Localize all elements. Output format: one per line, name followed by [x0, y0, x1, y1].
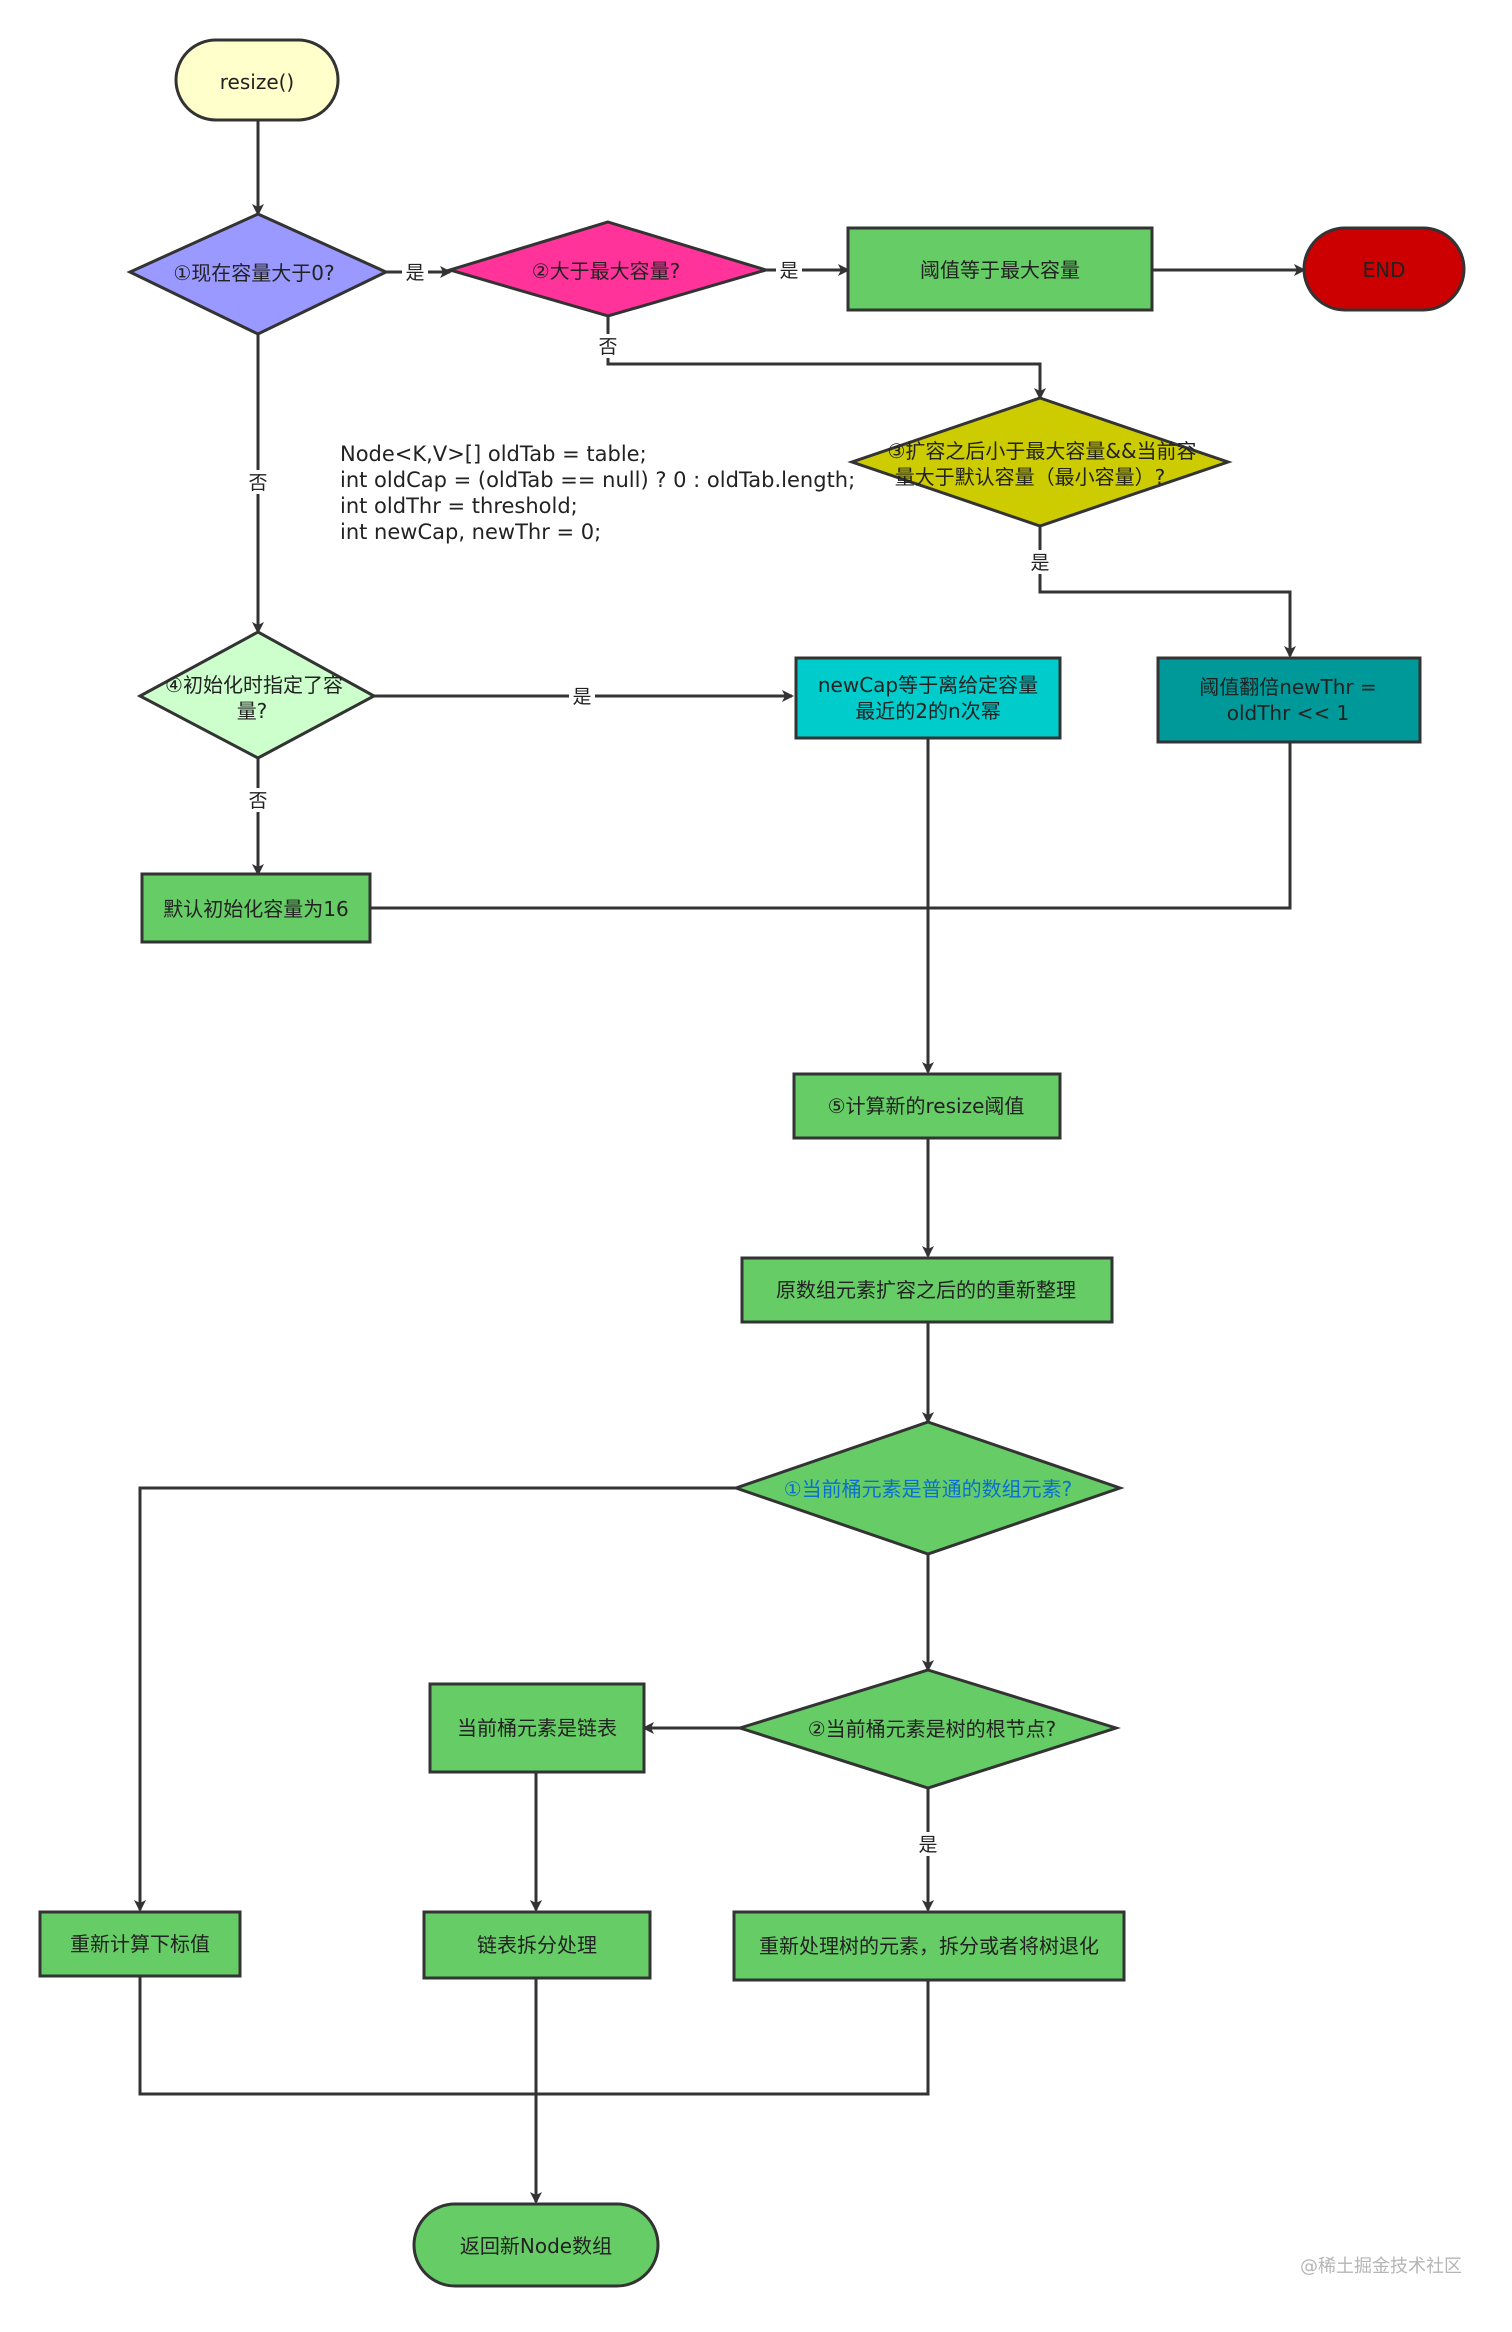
decision-plain-array-element: ①当前桶元素是普通的数组元素?: [731, 1420, 1125, 1556]
watermark: @稀土掘金技术社区: [1300, 2256, 1462, 2277]
edge-label-yes: 是: [1030, 552, 1049, 574]
edge-labels: 是 是 否 否 是 是 否 是: [245, 258, 1053, 1856]
edge-label-no: 否: [248, 472, 267, 494]
end-node: END: [1302, 226, 1466, 312]
box-newcap-line1: newCap等于离给定容量: [818, 673, 1038, 697]
edge-b1-recalc: [134, 1486, 736, 1912]
edge-label-yes: 是: [779, 260, 798, 282]
edge-default-merge: [370, 742, 1292, 910]
edge-label-yes: 是: [918, 1834, 937, 1856]
code-line: int oldCap = (oldTab == null) ? 0 : oldT…: [340, 468, 855, 492]
box-calc-threshold-label: ⑤计算新的resize阈值: [828, 1094, 1025, 1118]
box-double-threshold-line2: oldThr << 1: [1227, 701, 1350, 725]
box-calc-threshold: ⑤计算新的resize阈值: [792, 1072, 1062, 1140]
box-reorganize-label: 原数组元素扩容之后的的重新整理: [776, 1278, 1076, 1302]
return-label: 返回新Node数组: [460, 2234, 612, 2258]
edge-d2-d3: [606, 316, 1046, 400]
box-recalc-index: 重新计算下标值: [38, 1910, 242, 1978]
box-linked-list: 当前桶元素是链表: [428, 1682, 646, 1774]
box-tree-process: 重新处理树的元素，拆分或者将树退化: [732, 1910, 1126, 1982]
decision-capacity-gt-zero: ①现在容量大于0?: [126, 212, 390, 336]
box-split-list-label: 链表拆分处理: [477, 1933, 597, 1957]
decision-initial-capacity: ④初始化时指定了容 量?: [136, 630, 378, 760]
box-reorganize: 原数组元素扩容之后的的重新整理: [740, 1256, 1114, 1324]
box-newcap-power-of-two: newCap等于离给定容量 最近的2的n次幂: [794, 656, 1062, 740]
code-annotation: Node<K,V>[] oldTab = table; int oldCap =…: [340, 442, 855, 544]
box-recalc-index-label: 重新计算下标值: [70, 1932, 210, 1956]
box-threshold-max: 阈值等于最大容量: [846, 226, 1154, 312]
decision-initial-capacity-line2: 量?: [237, 699, 268, 723]
decision-tree-root: ②当前桶元素是树的根节点?: [734, 1668, 1122, 1790]
code-line: Node<K,V>[] oldTab = table;: [340, 442, 647, 466]
decision-within-bounds-line2: 量大于默认容量（最小容量）?: [895, 465, 1166, 489]
decision-capacity-gt-zero-label: ①现在容量大于0?: [173, 261, 334, 285]
decision-within-bounds-line1: ③扩容之后小于最大容量&&当前容: [887, 439, 1196, 463]
box-threshold-max-label: 阈值等于最大容量: [920, 258, 1080, 282]
end-label: END: [1363, 258, 1406, 282]
return-node: 返回新Node数组: [412, 2202, 660, 2288]
decision-initial-capacity-line1: ④初始化时指定了容: [165, 673, 343, 697]
edge-label-no: 否: [598, 336, 617, 358]
box-newcap-line2: 最近的2的n次幂: [855, 699, 1000, 723]
code-line: int newCap, newThr = 0;: [340, 520, 601, 544]
code-line: int oldThr = threshold;: [340, 494, 578, 518]
edge-label-no: 否: [248, 790, 267, 812]
box-default-capacity: 默认初始化容量为16: [140, 872, 372, 944]
box-double-threshold: 阈值翻倍newThr = oldThr << 1: [1156, 656, 1422, 744]
box-default-capacity-label: 默认初始化容量为16: [163, 897, 348, 921]
start-label: resize(): [220, 70, 294, 94]
edge-d3-double: [1038, 526, 1296, 658]
decision-tree-root-label: ②当前桶元素是树的根节点?: [808, 1717, 1057, 1741]
edge-recalc-merge: [138, 1976, 930, 2096]
box-split-list: 链表拆分处理: [422, 1910, 652, 1980]
edge-label-yes: 是: [572, 686, 591, 708]
start-node: resize(): [174, 38, 340, 122]
box-tree-process-label: 重新处理树的元素，拆分或者将树退化: [759, 1934, 1099, 1958]
decision-exceeds-max-label: ②大于最大容量?: [532, 259, 681, 283]
decision-within-bounds: ③扩容之后小于最大容量&&当前容 量大于默认容量（最小容量）?: [847, 396, 1233, 528]
box-double-threshold-line1: 阈值翻倍newThr =: [1199, 675, 1377, 699]
edge-label-yes: 是: [405, 262, 424, 284]
decision-plain-array-element-label: ①当前桶元素是普通的数组元素?: [784, 1477, 1073, 1501]
decision-exceeds-max: ②大于最大容量?: [444, 220, 772, 318]
box-linked-list-label: 当前桶元素是链表: [457, 1716, 617, 1740]
